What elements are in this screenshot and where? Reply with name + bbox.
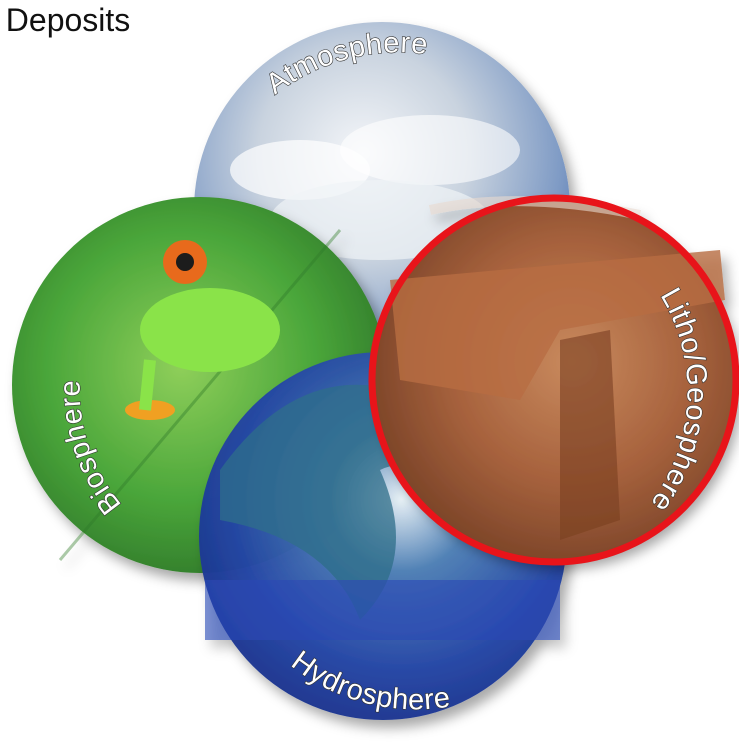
earth-spheres-diagram: Atmosphere Biosphere Litho/Geosphere Hyd… — [0, 0, 739, 747]
